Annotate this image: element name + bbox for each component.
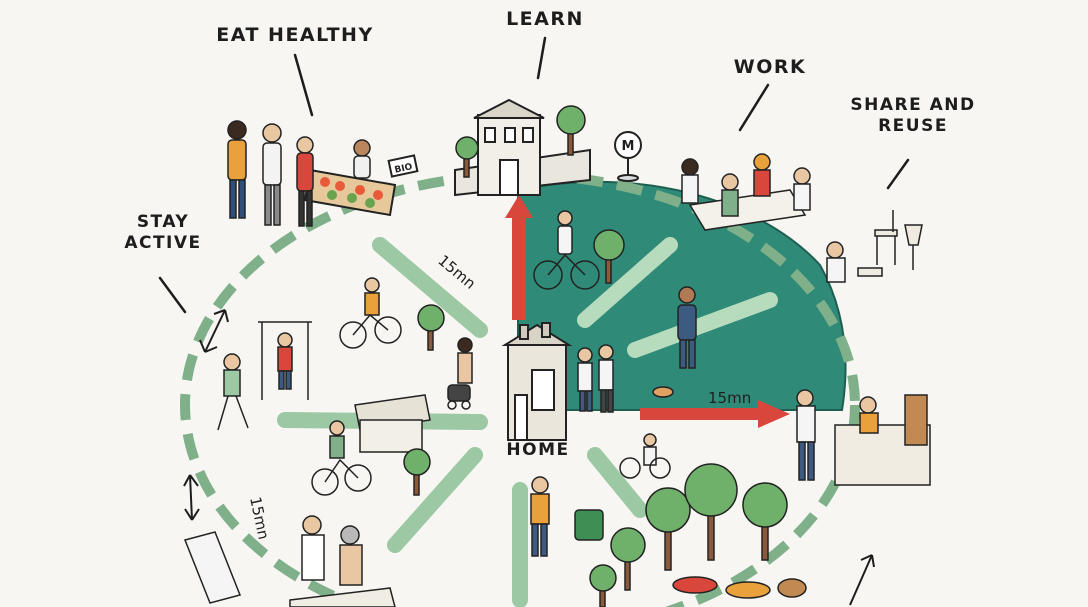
path-lower-left [387,447,483,553]
gardener [530,476,604,557]
pointer-eat [293,53,314,117]
doctor-patient [289,515,396,607]
label-eat-healthy: EAT HEALTHY [216,24,374,46]
tree [645,487,691,571]
double-arrow-upper-left [199,309,229,353]
reuse-furniture [826,210,923,283]
bakery-stand [796,389,931,486]
tree [455,136,479,178]
people [183,120,931,607]
tree [593,229,625,284]
cyclist-park [619,433,671,479]
tree [403,448,431,496]
cyclist-teal [533,210,600,290]
stay-active-people [217,321,312,431]
pointer-active [158,276,187,314]
metro-letter: M [622,139,635,154]
home-building [501,322,573,441]
double-arrow-lower-right [849,554,875,606]
tree [417,304,445,351]
label-stay-active: STAY ACTIVE [124,212,202,254]
picnic [672,576,807,599]
deck-chair [183,531,242,604]
bio-sign-text: BIO [394,162,414,176]
shoppers-group [227,120,371,227]
tree [742,482,788,561]
distance-label-right: 15mn [708,389,751,407]
cyclist-left-upper [339,277,402,349]
distance-label-lower-left: 15mn [246,495,273,541]
stroller-parent [447,337,473,410]
school-building [454,98,591,197]
trees [403,105,788,607]
pointer-share [886,158,910,190]
metro-sign: M [614,131,642,182]
kiosk [354,394,431,453]
work-table [681,153,811,231]
path-lower-right [587,447,648,518]
label-home: HOME [506,440,570,460]
double-arrow-lower-left [183,474,200,521]
family-near-home [577,344,674,413]
arrow-right-shaft [640,408,760,420]
path-right-diagonal [627,292,778,358]
tree [610,527,646,591]
cyclist-left-lower [311,420,372,496]
arrow-up-head [505,195,533,218]
pointer-learn [536,36,547,80]
tree [589,564,617,607]
double-arrows [183,309,875,606]
label-share-and-reuse: SHARE AND REUSE [850,95,976,137]
label-work: WORK [733,56,807,78]
pointer-work [738,83,770,132]
red-arrows [505,195,790,428]
arrow-up-shaft [512,215,526,320]
label-learn: LEARN [506,8,584,30]
pointer-lines [158,36,910,314]
arrow-right-head [758,400,790,428]
walker-teal [677,286,697,369]
tree [556,105,586,156]
tree [684,463,738,561]
path-upper-right [577,237,678,328]
market-stall: BIO [303,154,419,217]
path-upper-left [372,237,488,338]
